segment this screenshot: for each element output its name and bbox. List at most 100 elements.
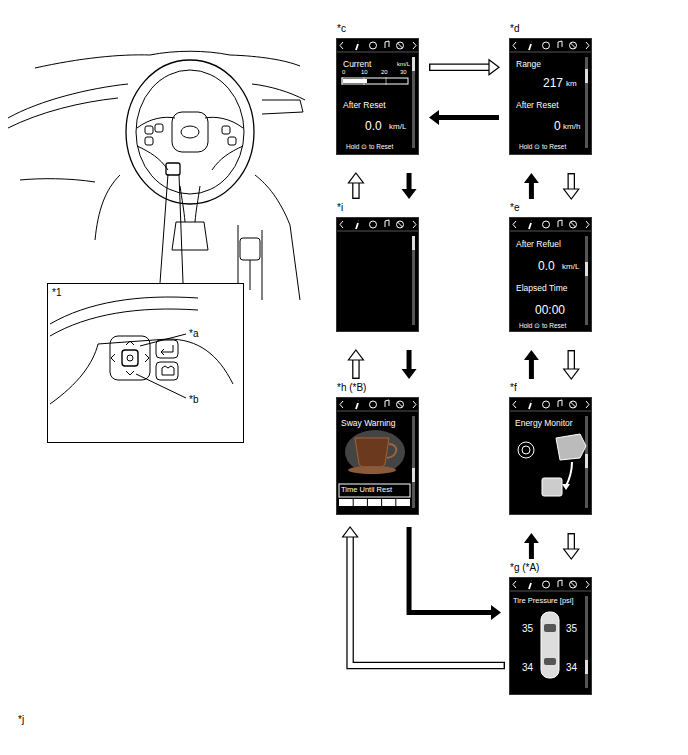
drawn-stroke — [569, 174, 574, 189]
tab-bar-icons — [513, 580, 589, 589]
drawn-stroke — [356, 401, 359, 409]
screen-text: After Refuel — [516, 240, 561, 249]
drawn-stroke — [348, 350, 363, 360]
screen-graphics — [337, 398, 418, 514]
tab-divider — [510, 231, 591, 232]
battery-icon — [542, 478, 562, 496]
steering-wheel — [126, 60, 254, 250]
scroll-thumb — [585, 660, 588, 674]
hollow-arrow — [348, 350, 363, 379]
hollow-arrow — [564, 350, 579, 379]
drawn-stroke — [544, 658, 556, 665]
screen-graphics — [337, 39, 418, 154]
screen-text: Elapsed Time — [516, 284, 568, 293]
scroll-track — [412, 416, 415, 508]
drawn-stroke — [172, 222, 208, 250]
drawn-stroke — [544, 624, 556, 632]
car-icon — [541, 612, 559, 678]
screen-text: After Reset — [343, 101, 386, 110]
hollow-arrow — [564, 173, 579, 199]
drawn-stroke — [50, 339, 233, 404]
drawn-stroke — [370, 42, 377, 49]
drawn-stroke — [571, 222, 576, 227]
drawn-stroke — [568, 173, 576, 189]
engine-icon — [556, 434, 586, 460]
scroll-thumb — [412, 57, 415, 71]
drawn-stroke — [240, 238, 260, 260]
drawn-stroke — [543, 401, 550, 408]
drawn-stroke — [568, 533, 576, 549]
callout-number: *c — [337, 23, 346, 34]
screen-text: Tire Pressure [psi] — [513, 597, 574, 605]
drawn-stroke — [385, 220, 389, 227]
screen-text: 10 — [361, 69, 368, 76]
drawn-stroke — [543, 42, 550, 49]
solid-arrow — [402, 173, 417, 199]
drawn-stroke — [356, 221, 359, 229]
screen-text: 00:00 — [535, 304, 565, 317]
drawn-stroke — [571, 43, 576, 48]
screen-graphics — [337, 218, 418, 331]
tab-divider — [337, 231, 418, 232]
drawn-stroke — [172, 112, 208, 152]
scroll-track — [412, 57, 415, 148]
screen-text: 217 — [543, 77, 563, 90]
tab-bar-icons — [340, 400, 416, 409]
drawn-stroke — [385, 400, 389, 407]
drawn-stroke — [586, 581, 589, 588]
label-frame — [339, 484, 410, 497]
screen-text: 0.0 — [365, 120, 382, 133]
drawn-stroke — [395, 499, 396, 506]
drawn-stroke — [348, 173, 363, 183]
drawn-stroke — [166, 163, 180, 175]
scroll-track — [585, 416, 588, 508]
drawn-stroke — [50, 309, 198, 336]
drawn-stroke — [413, 42, 416, 49]
drawn-stroke — [489, 60, 499, 75]
drawn-stroke — [413, 221, 416, 228]
drawn-stroke — [568, 350, 576, 369]
drawn-stroke — [150, 51, 230, 55]
drawn-stroke — [155, 124, 163, 132]
drawn-stroke — [398, 222, 403, 227]
screen-text: 34 — [566, 662, 577, 673]
drawn-stroke — [564, 549, 579, 559]
hollow-arrow — [348, 173, 363, 199]
drawn-stroke — [398, 43, 403, 48]
display-screen: *g (*A)Tire Pressure [psi]35353434 — [509, 577, 592, 695]
drawn-stroke — [353, 360, 358, 378]
engine-gauge — [518, 442, 534, 458]
screen-text: 0 — [342, 69, 345, 76]
screen-text: km/L — [389, 123, 406, 132]
drawn-stroke — [230, 55, 300, 66]
drawn-stroke — [137, 146, 243, 170]
tab-divider — [510, 52, 591, 53]
drawn-stroke — [252, 84, 305, 100]
drawn-stroke — [156, 362, 178, 380]
energy-arrow — [566, 462, 572, 486]
drawn-stroke — [429, 64, 489, 72]
screen-text: Energy Monitor — [515, 419, 573, 428]
screen-text: Hold ⊙ to Reset — [346, 143, 393, 150]
drawn-stroke — [570, 581, 577, 588]
drawn-stroke — [8, 98, 118, 128]
screen-text: Hold ⊙ to Reset — [519, 143, 566, 150]
display-screen: *cCurrentkm/L0102030After Reset0.0km/LHo… — [336, 38, 419, 155]
tab-bar-icons — [513, 400, 589, 409]
drawn-stroke — [8, 84, 128, 118]
drawn-stroke — [413, 401, 416, 408]
scroll-thumb — [585, 454, 588, 468]
drawn-stroke — [571, 582, 576, 587]
drawn-stroke — [513, 581, 516, 588]
drawn-stroke — [35, 55, 150, 68]
drawn-stroke — [350, 537, 505, 666]
drawn-stroke — [95, 175, 120, 240]
drawn-stroke — [402, 189, 417, 199]
solid-arrow — [524, 350, 539, 379]
drawn-stroke — [529, 360, 534, 379]
drawn-stroke — [558, 400, 562, 407]
drawn-stroke — [570, 221, 577, 228]
drawn-stroke — [491, 605, 501, 620]
callout-number: *1 — [52, 287, 61, 298]
drawn-stroke — [181, 126, 199, 138]
